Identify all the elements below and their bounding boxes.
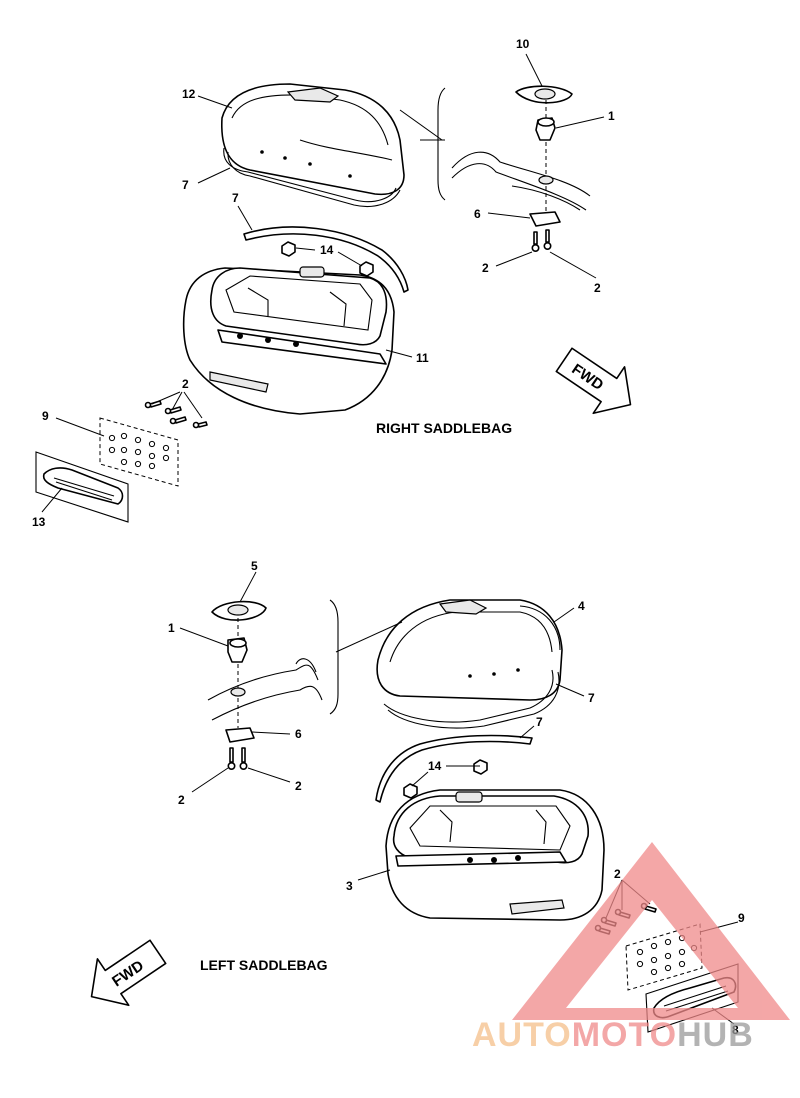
- watermark-triangle-icon: [512, 842, 790, 1020]
- callout-left-7a: 7: [588, 691, 595, 705]
- watermark-part-hub: HUB: [677, 1016, 754, 1054]
- watermark-text: AUTOMOTOHUB: [472, 1016, 754, 1054]
- right-reflector-bracket-part-9: [99, 417, 179, 487]
- left-frame-bracket: [207, 658, 323, 721]
- right-leader-lines: [41, 53, 605, 513]
- callout-left-1: 1: [168, 621, 175, 635]
- left-bag-body-part-3: [385, 789, 605, 921]
- callout-right-12: 12: [182, 87, 196, 101]
- left-plate-part-6: [225, 727, 255, 743]
- callout-left-14: 14: [428, 759, 442, 773]
- right-screws-part-2: [531, 229, 552, 253]
- callout-left-3: 3: [346, 879, 353, 893]
- left-nut-part-14: [403, 759, 488, 799]
- left-lid-part-4: [376, 599, 563, 701]
- callout-left-7b: 7: [536, 715, 543, 729]
- callout-right-7b: 7: [232, 191, 239, 205]
- callout-left-2c: 2: [614, 867, 621, 881]
- right-plate-part-6: [529, 211, 561, 227]
- left-lock-pin-part-1: [227, 637, 248, 663]
- left-saddlebag-group: FWD 5 4 1 7 7 6 14 2 2 3 2 9 8 LEFT SADD…: [90, 559, 745, 1037]
- callout-right-2b: 2: [594, 281, 601, 295]
- right-bag-body-part-11: [182, 266, 395, 415]
- right-lock-pin-part-1: [535, 117, 556, 141]
- watermark-part-moto: MOTO: [572, 1016, 677, 1054]
- callout-right-14: 14: [320, 243, 334, 257]
- callout-left-8: 8: [732, 1023, 739, 1037]
- callout-right-2a: 2: [482, 261, 489, 275]
- callout-left-5: 5: [251, 559, 258, 573]
- callout-right-2c: 2: [182, 377, 189, 391]
- right-reflector-part-13: [35, 451, 129, 523]
- callout-right-6: 6: [474, 207, 481, 221]
- right-reflector-screws: [144, 400, 208, 429]
- left-seal-strip-part-7: [375, 734, 533, 803]
- left-fwd-arrow-icon: FWD: [90, 939, 167, 1007]
- automotohub-watermark: AUTOMOTOHUB: [472, 842, 790, 1054]
- right-lid-seal-part-7: [223, 147, 397, 203]
- callout-left-9: 9: [738, 911, 745, 925]
- left-section-title: LEFT SADDLEBAG: [200, 957, 328, 973]
- callout-left-2b: 2: [295, 779, 302, 793]
- callout-left-2a: 2: [178, 793, 185, 807]
- callout-left-6: 6: [295, 727, 302, 741]
- callout-right-10: 10: [516, 37, 530, 51]
- callout-right-13: 13: [32, 515, 46, 529]
- right-section-title: RIGHT SADDLEBAG: [376, 420, 512, 436]
- callout-left-4: 4: [578, 599, 585, 613]
- right-fwd-arrow-icon: FWD: [555, 347, 632, 415]
- callout-right-9: 9: [42, 409, 49, 423]
- callout-right-11: 11: [416, 351, 429, 365]
- right-seal-strip-part-7: [243, 226, 409, 293]
- left-lid-seal-part-7: [383, 669, 554, 723]
- callout-right-7a: 7: [182, 178, 189, 192]
- right-knob-cover-part-10: [515, 85, 573, 104]
- right-frame-bracket: [451, 151, 591, 211]
- left-knob-cover-part-5: [211, 600, 267, 621]
- right-lid-part-12: [221, 83, 405, 196]
- right-saddlebag-group: FWD 12 7 7 14 11 10 1 6 2 2 2 9 13 RIGHT…: [32, 37, 632, 529]
- right-nut-part-14: [281, 241, 374, 277]
- left-screws-part-2: [227, 747, 248, 770]
- watermark-part-auto: AUTO: [472, 1016, 572, 1054]
- callout-right-1: 1: [608, 109, 615, 123]
